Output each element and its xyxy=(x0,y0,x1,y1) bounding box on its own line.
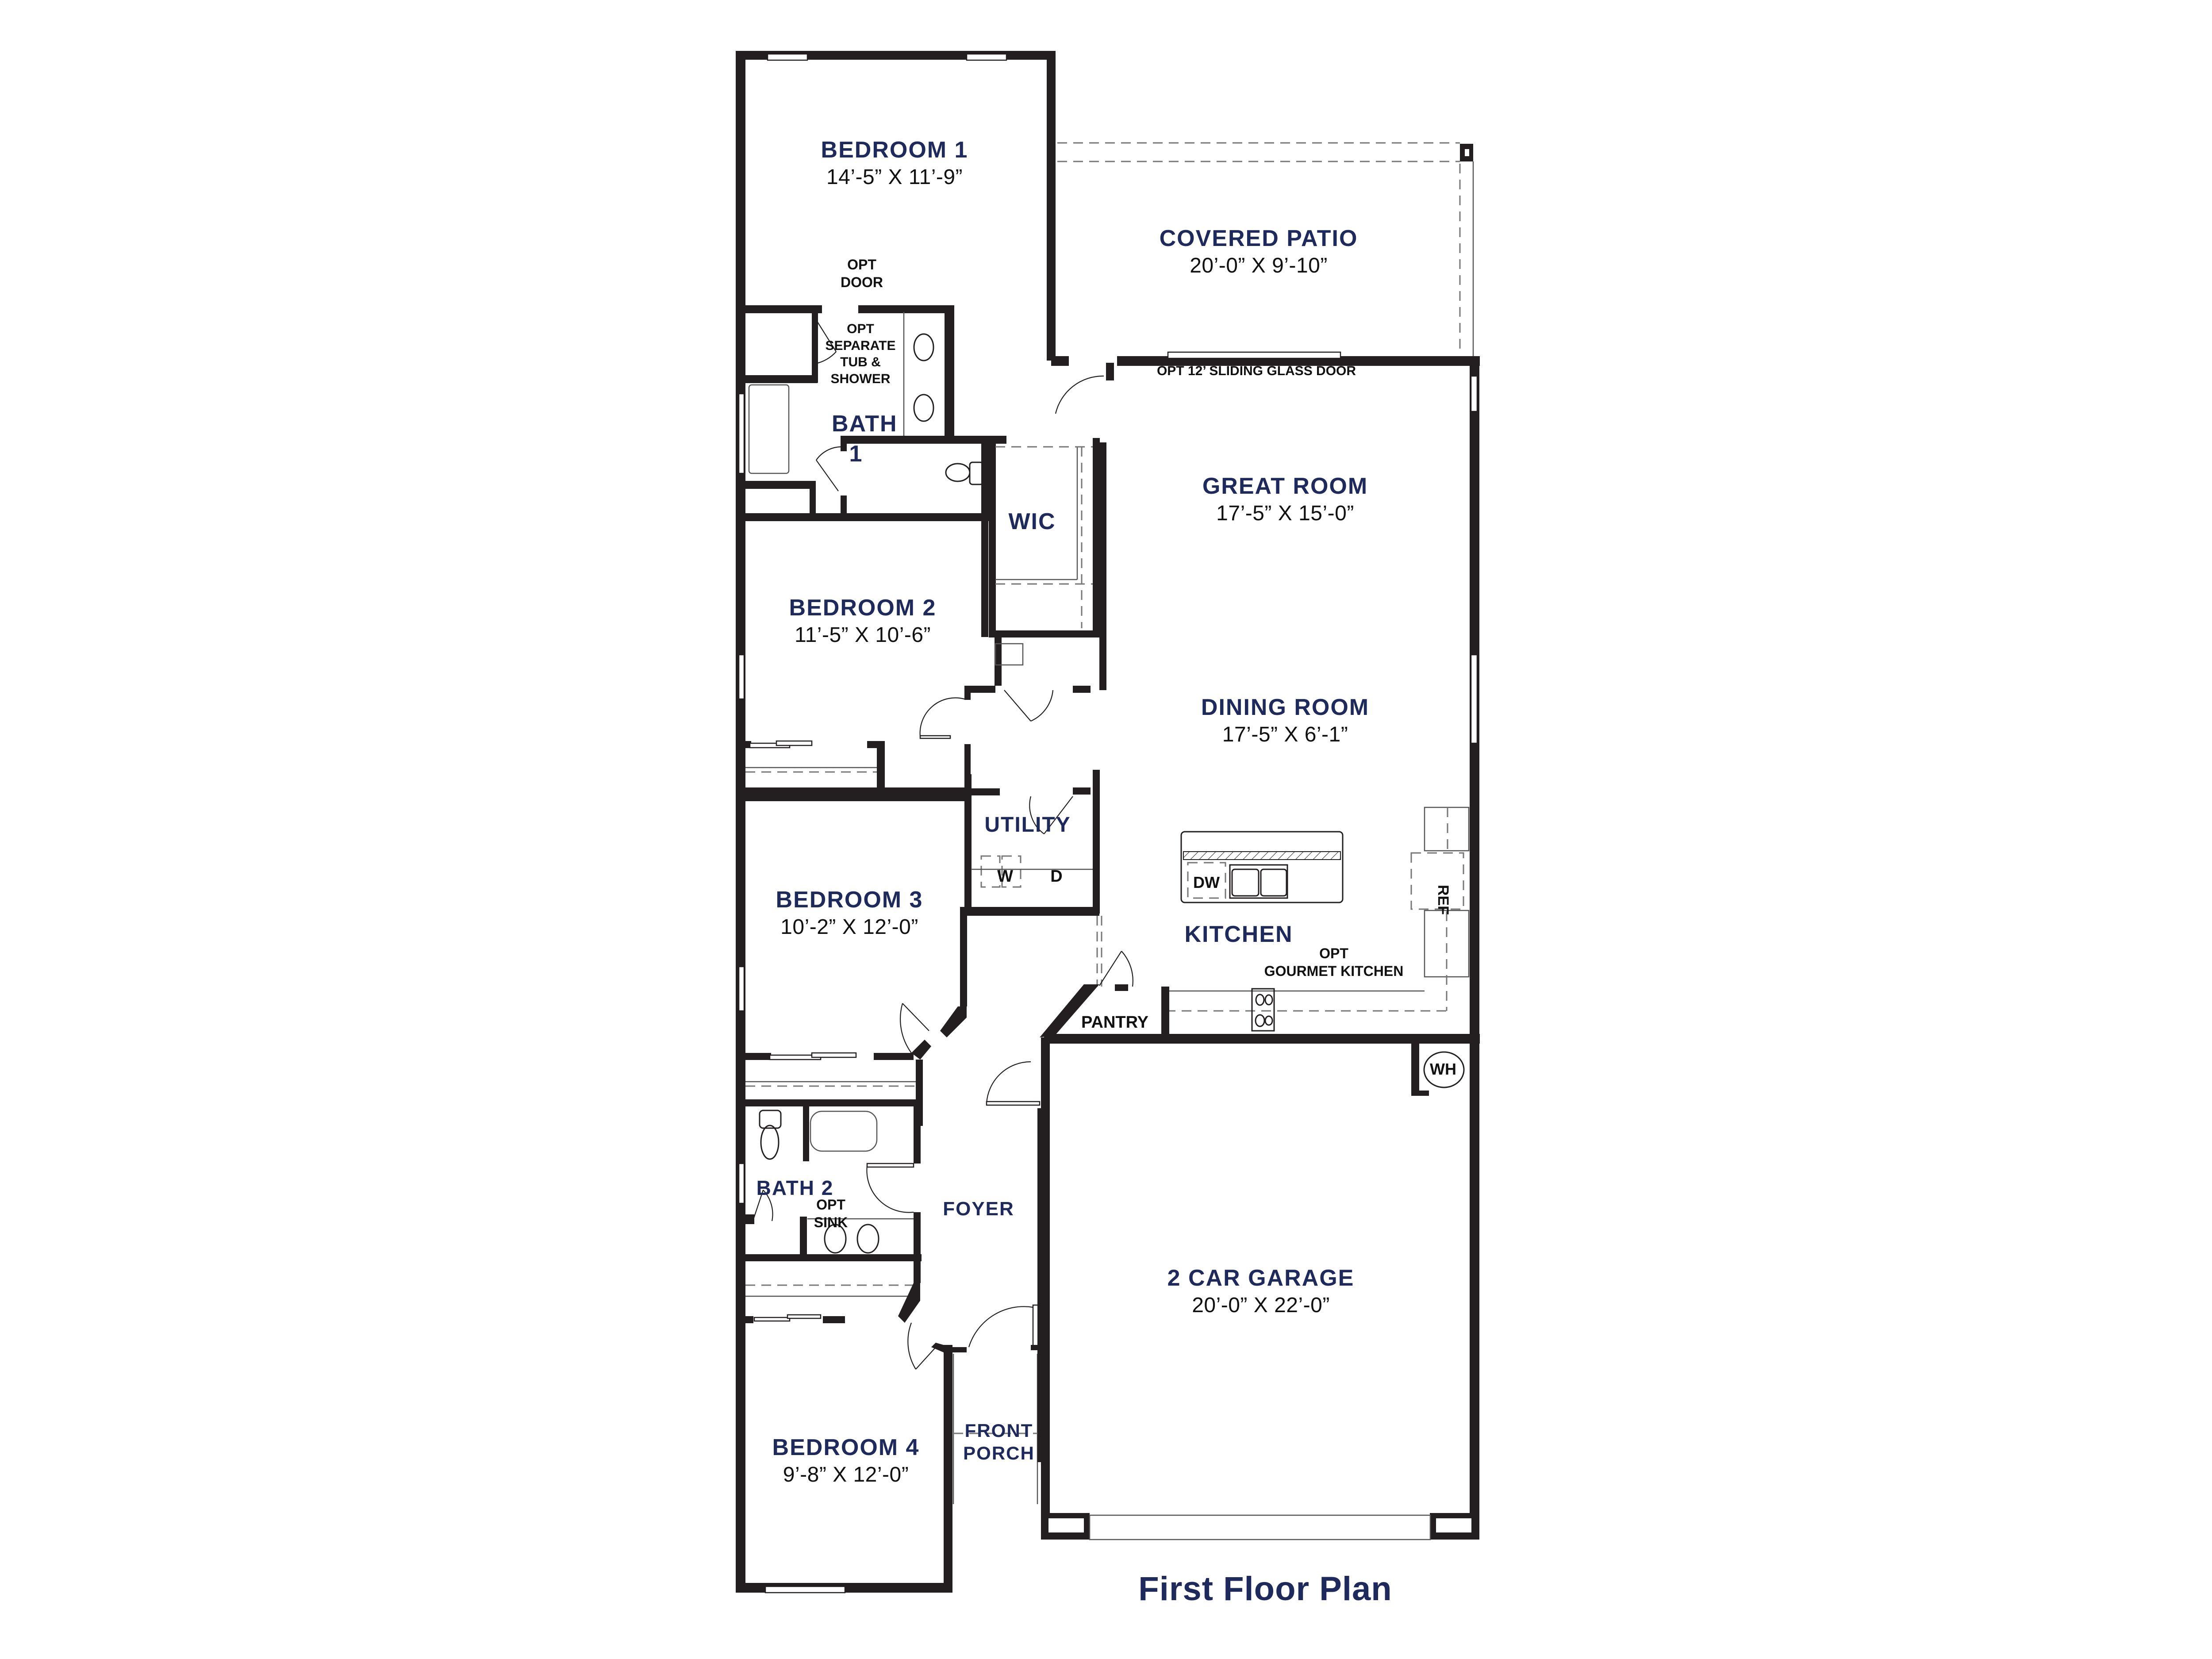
room-pantry: PANTRY xyxy=(1081,1013,1148,1032)
dryer-label: D xyxy=(1050,867,1063,886)
windows xyxy=(738,53,1478,1594)
room-name: BEDROOM 1 xyxy=(821,137,968,163)
utility-walls xyxy=(964,770,1102,987)
room-name: BEDROOM 4 xyxy=(772,1435,920,1460)
room-dimensions: 17’-5” X 15’-0” xyxy=(1216,502,1354,526)
room-bedroom-2: BEDROOM 2 11’-5” X 10’-6” xyxy=(789,595,937,647)
bath2-walls xyxy=(736,1099,951,1370)
kitchen-fixtures xyxy=(1040,806,1470,1042)
note-line: DOOR xyxy=(841,274,883,290)
note-line: SHOWER xyxy=(830,371,891,386)
room-bath-1: BATH 1 xyxy=(832,411,898,467)
room-bedroom-3: BEDROOM 3 10’-2” X 12’-0” xyxy=(776,887,923,939)
room-name-line: PORCH xyxy=(963,1443,1035,1464)
note-line: OPT xyxy=(816,1197,845,1213)
note-opt-gourmet-kitchen: OPT GOURMET KITCHEN xyxy=(1264,945,1404,980)
room-dimensions: 11’-5” X 10’-6” xyxy=(794,623,931,647)
note-opt-separate-tub-shower: OPT SEPARATE TUB & SHOWER xyxy=(826,321,896,387)
wic-walls xyxy=(989,363,1114,637)
note-opt-sliding-door: OPT 12’ SLIDING GLASS DOOR xyxy=(1156,364,1356,378)
note-line: OPT xyxy=(1319,945,1348,961)
note-line: GOURMET KITCHEN xyxy=(1264,963,1404,979)
note-opt-sink: OPT SINK xyxy=(814,1196,848,1231)
room-name: BEDROOM 2 xyxy=(789,595,937,621)
room-name: GREAT ROOM xyxy=(1202,473,1368,499)
room-utility: UTILITY xyxy=(984,813,1071,837)
bedroom3-walls xyxy=(736,794,1041,1126)
note-line: SEPARATE xyxy=(825,338,896,353)
room-2-car-garage: 2 CAR GARAGE 20’-0” X 22’-0” xyxy=(1167,1265,1355,1317)
room-name: BEDROOM 3 xyxy=(776,887,923,913)
room-bedroom-4: BEDROOM 4 9’-8” X 12’-0” xyxy=(772,1435,920,1487)
room-dimensions: 10’-2” X 12’-0” xyxy=(780,915,918,939)
covered-patio-outline xyxy=(1057,142,1474,359)
room-dimensions: 20’-0” X 22’-0” xyxy=(1192,1294,1330,1317)
bath1-walls xyxy=(736,305,1006,521)
room-name-line: FRONT xyxy=(964,1420,1033,1441)
room-foyer: FOYER xyxy=(943,1198,1014,1220)
room-name: 2 CAR GARAGE xyxy=(1167,1265,1355,1291)
room-dimensions: 20’-0” X 9’-10” xyxy=(1190,254,1328,278)
note-line: OPT xyxy=(847,257,876,273)
room-covered-patio: COVERED PATIO 20’-0” X 9’-10” xyxy=(1160,226,1358,278)
room-front-porch: FRONT PORCH xyxy=(963,1419,1035,1464)
note-opt-door: OPT DOOR xyxy=(841,256,883,291)
room-dimensions: 14’-5” X 11’-9” xyxy=(826,165,963,189)
room-kitchen: KITCHEN xyxy=(1184,922,1293,947)
room-dimensions: 17’-5” X 6’-1” xyxy=(1222,723,1348,747)
room-great-room: GREAT ROOM 17’-5” X 15’-0” xyxy=(1202,473,1368,526)
bedroom2-walls xyxy=(736,518,1091,834)
front-porch xyxy=(945,1108,1045,1504)
room-bedroom-1: BEDROOM 1 14’-5” X 11’-9” xyxy=(821,137,968,189)
room-bath-2: BATH 2 xyxy=(756,1176,834,1199)
room-dining-room: DINING ROOM 17’-5” X 6’-1” xyxy=(1201,695,1369,747)
room-name: COVERED PATIO xyxy=(1159,226,1358,251)
washer-label: W xyxy=(997,867,1013,886)
water-heater xyxy=(1411,1042,1465,1096)
dishwasher-label: DW xyxy=(1193,873,1220,891)
note-line: SINK xyxy=(814,1214,848,1230)
plan-title: First Floor Plan xyxy=(1138,1570,1392,1608)
note-line: TUB & xyxy=(840,355,881,369)
hall-wall xyxy=(1099,442,1106,690)
water-heater-label: WH xyxy=(1430,1060,1456,1078)
refrigerator-label: REF xyxy=(1435,885,1452,915)
room-wic: WIC xyxy=(1008,509,1056,534)
room-name: DINING ROOM xyxy=(1201,695,1370,720)
note-line: OPT xyxy=(847,322,874,336)
room-dimensions: 9’-8” X 12’-0” xyxy=(783,1463,909,1487)
